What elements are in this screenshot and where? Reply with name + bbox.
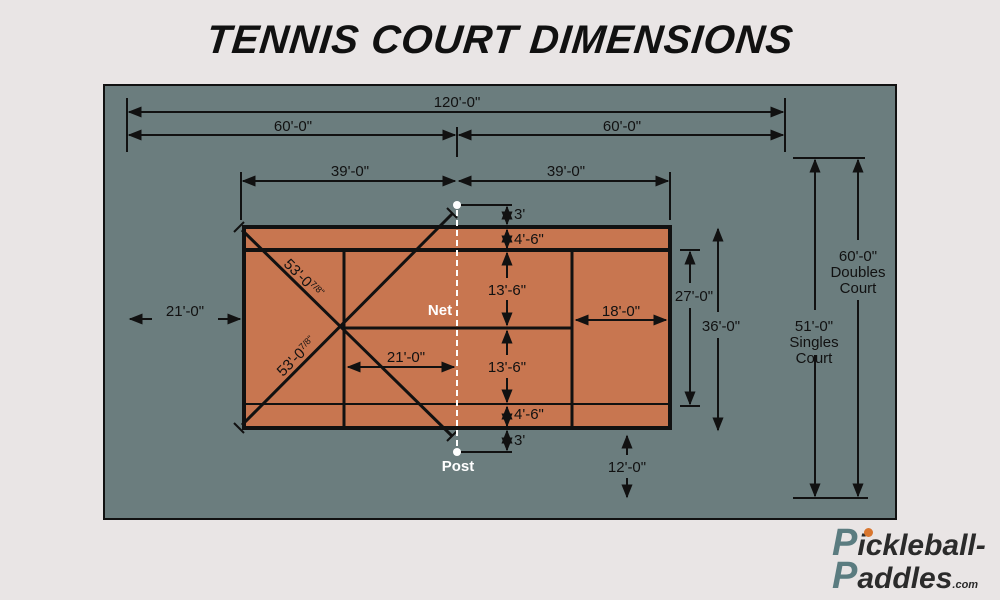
label-doubles-2: Court (840, 280, 878, 297)
label-doubles-total: 60'-0" (839, 248, 877, 265)
label-runoff-side: 12'-0" (608, 459, 646, 476)
label-singles-width: 27'-0" (675, 288, 713, 305)
pickleball-paddles-logo: Pickleball- Paddles.com (832, 524, 997, 600)
logo-initial: P (832, 555, 858, 597)
label-singles-1: Singles (789, 334, 838, 351)
label-service-depth: 21'-0" (387, 349, 425, 366)
label-alley-bottom: 4'-6" (514, 406, 544, 423)
dimension-lines (126, 98, 868, 499)
label-singles-total: 51'-0" (795, 318, 833, 335)
label-doubles-1: Doubles (830, 264, 885, 281)
label-court-half-left: 39'-0" (331, 163, 369, 180)
label-runoff-back: 21'-0" (166, 303, 204, 320)
label-service-box-top: 13'-6" (488, 282, 526, 299)
label-service-box-bottom: 13'-6" (488, 359, 526, 376)
label-post-bottom: 3' (514, 432, 525, 449)
post-label: Post (442, 458, 475, 475)
post-top (453, 201, 461, 209)
label-half-right: 60'-0" (603, 118, 641, 135)
logo-suffix: .com (952, 579, 979, 591)
logo-text: addles (857, 562, 953, 595)
label-singles-2: Court (796, 350, 834, 367)
logo-initial: P (832, 522, 858, 564)
logo-text: ickleball- (857, 529, 986, 562)
label-doubles-width: 36'-0" (702, 318, 740, 335)
label-alley-top: 4'-6" (514, 231, 544, 248)
label-post-top: 3' (514, 206, 525, 223)
diagonal-line (240, 228, 454, 438)
diagonal-line (240, 212, 454, 427)
label-court-half-right: 39'-0" (547, 163, 585, 180)
label-half-left: 60'-0" (274, 118, 312, 135)
label-baseline-to-service: 18'-0" (602, 303, 640, 320)
label-overall-length: 120'-0" (434, 94, 481, 111)
court (233, 207, 672, 442)
net-label: Net (428, 302, 452, 319)
post-bottom (453, 448, 461, 456)
ball-dot-icon (864, 528, 873, 537)
